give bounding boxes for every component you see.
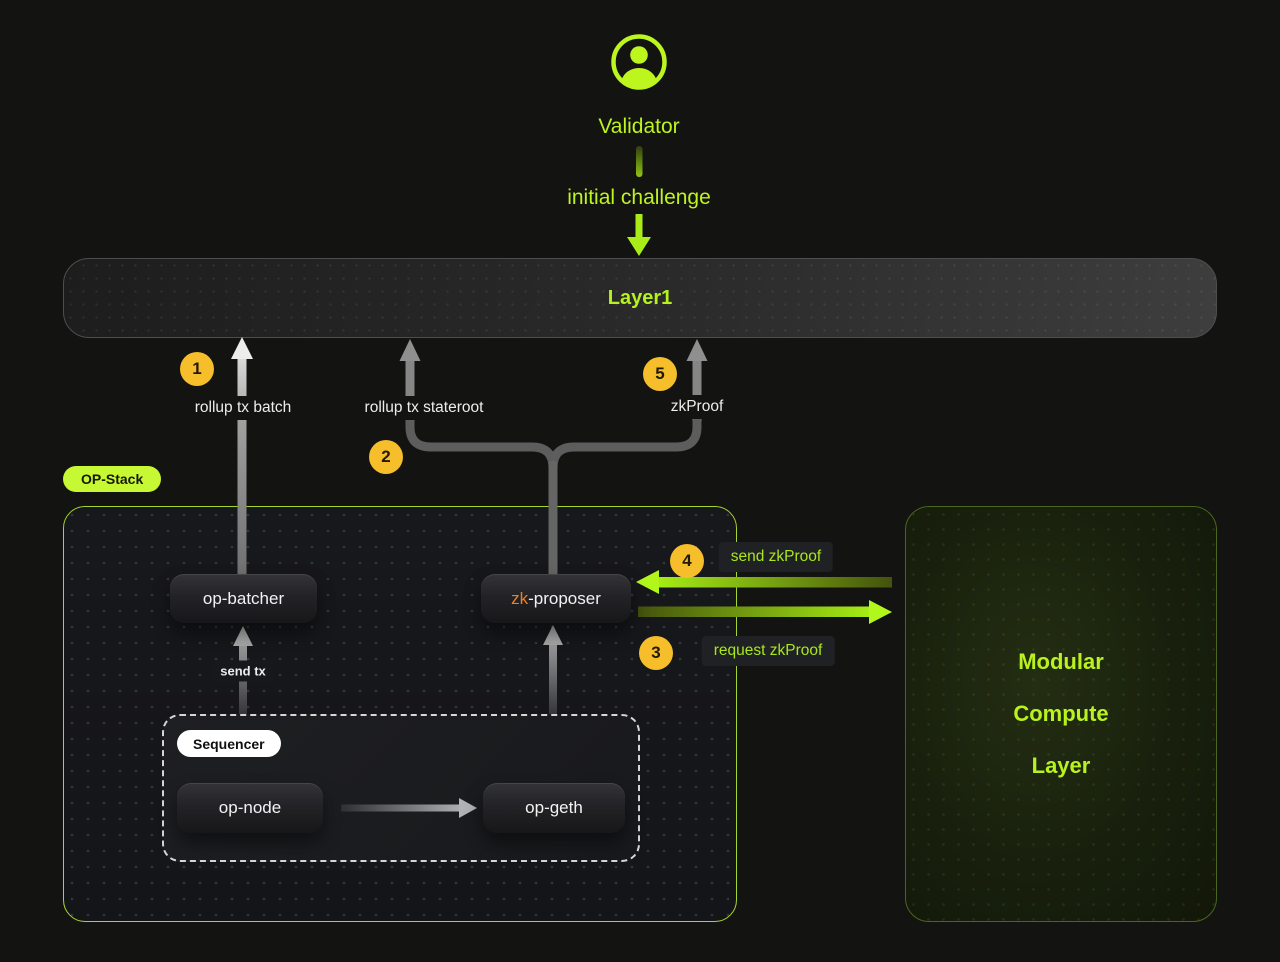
step-badge-5: 5 xyxy=(643,357,677,391)
sequencer-to-zkproposer-arrow xyxy=(543,625,563,714)
proposer-suffix-label: -proposer xyxy=(528,588,601,608)
op-node-label: op-node xyxy=(218,798,282,817)
step-badge-2: 2 xyxy=(369,440,403,474)
request-zkproof-label: request zkProof xyxy=(701,636,835,666)
send-zkproof-label: send zkProof xyxy=(718,542,834,572)
zkproof-arrow xyxy=(686,339,708,424)
rollup-tx-batch-label: rollup tx batch xyxy=(186,396,300,420)
modular-compute-layer-title: Modular Compute Layer xyxy=(1013,636,1108,792)
step-badge-4: 4 xyxy=(670,544,704,578)
send-zkproof-arrow xyxy=(636,570,892,594)
sequencer-tag: Sequencer xyxy=(177,730,281,757)
rollup-tx-batch-arrow xyxy=(231,337,253,574)
layer1-title: Layer1 xyxy=(607,286,673,309)
op-geth-label: op-geth xyxy=(525,798,583,817)
modular-compute-layer-box: Modular Compute Layer xyxy=(905,506,1217,922)
request-zkproof-arrow xyxy=(638,600,892,624)
modular-line-2: Compute xyxy=(1013,701,1109,726)
layer1-bar: Layer1 xyxy=(63,258,1217,338)
zk-prefix-label: zk xyxy=(511,588,529,608)
op-batcher-node: op-batcher xyxy=(170,574,317,623)
initial-challenge-label: initial challenge xyxy=(567,186,711,209)
validator-connector-arrow xyxy=(627,146,651,256)
op-geth-node: op-geth xyxy=(483,783,625,833)
step-badge-3: 3 xyxy=(639,636,673,670)
rollup-tx-stateroot-arrow xyxy=(399,339,421,424)
op-stack-tag: OP-Stack xyxy=(63,466,162,492)
y-split-connector xyxy=(405,417,702,579)
modular-line-3: Layer xyxy=(1031,753,1091,778)
zkproof-label: zkProof xyxy=(662,395,732,419)
rollup-tx-stateroot-label: rollup tx stateroot xyxy=(356,396,492,420)
modular-line-1: Modular xyxy=(1018,649,1104,674)
step-badge-1: 1 xyxy=(180,352,214,386)
op-batcher-label: op-batcher xyxy=(202,588,285,608)
op-node-node: op-node xyxy=(177,783,323,833)
send-tx-label: send tx xyxy=(212,660,274,682)
validator-person-circle-icon xyxy=(611,34,667,90)
opnode-to-opgeth-arrow xyxy=(341,798,477,818)
zk-proposer-node: zk-proposer xyxy=(481,574,631,623)
validator-label: Validator xyxy=(598,115,680,138)
